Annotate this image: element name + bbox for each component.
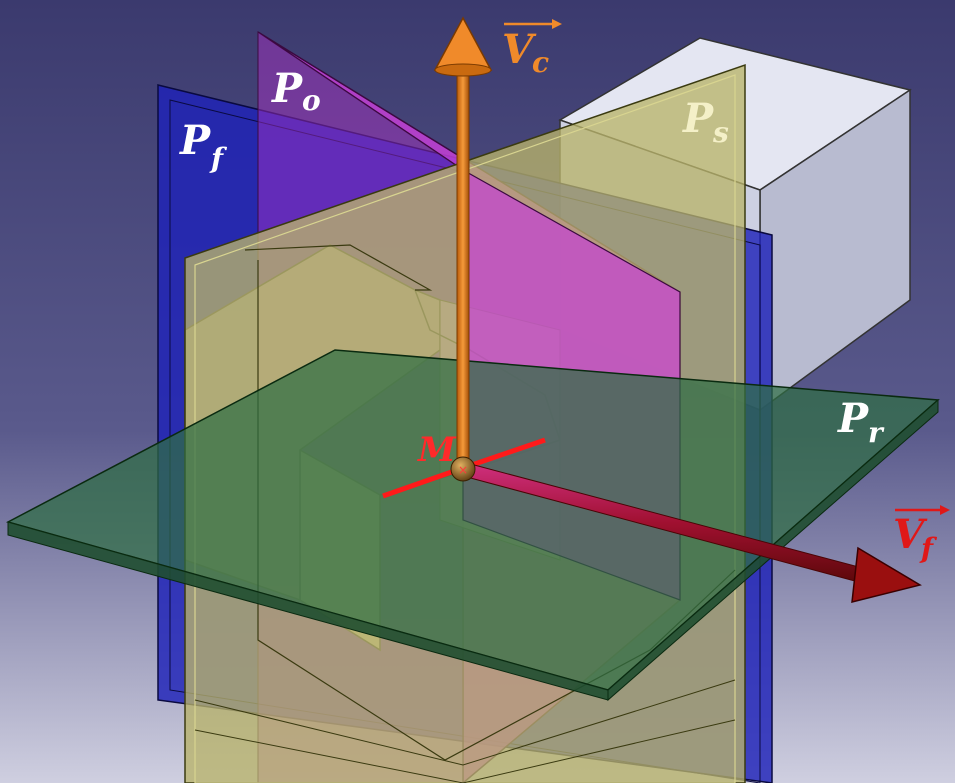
label-pr-main: P bbox=[837, 395, 870, 442]
label-po-sub: o bbox=[302, 84, 321, 117]
cutting-edges bbox=[382, 437, 546, 499]
label-pr: P r bbox=[837, 395, 885, 449]
label-point-m: M bbox=[417, 430, 457, 470]
label-ps-sub: s bbox=[712, 116, 729, 149]
label-po-main: P bbox=[271, 65, 304, 112]
vector-vf-arrowhead bbox=[851, 546, 922, 603]
label-pf-main: P bbox=[179, 117, 212, 164]
label-pr-sub: r bbox=[868, 416, 885, 449]
label-vc-sub: c bbox=[532, 46, 549, 79]
label-ps-main: P bbox=[682, 95, 715, 142]
label-vc-arrow-tip bbox=[552, 19, 562, 29]
label-vf-arrow-tip bbox=[940, 505, 950, 515]
label-vc-main: V bbox=[502, 26, 537, 73]
label-vc: V c bbox=[502, 19, 562, 79]
label-vf-main: V bbox=[893, 511, 928, 558]
minor-cutting-edge bbox=[382, 465, 464, 499]
major-cutting-edge bbox=[462, 437, 546, 471]
label-ps: P s bbox=[682, 95, 729, 149]
label-po: P o bbox=[271, 65, 321, 117]
svg-text:×: × bbox=[458, 463, 468, 477]
point-m-marker: × bbox=[450, 456, 476, 482]
